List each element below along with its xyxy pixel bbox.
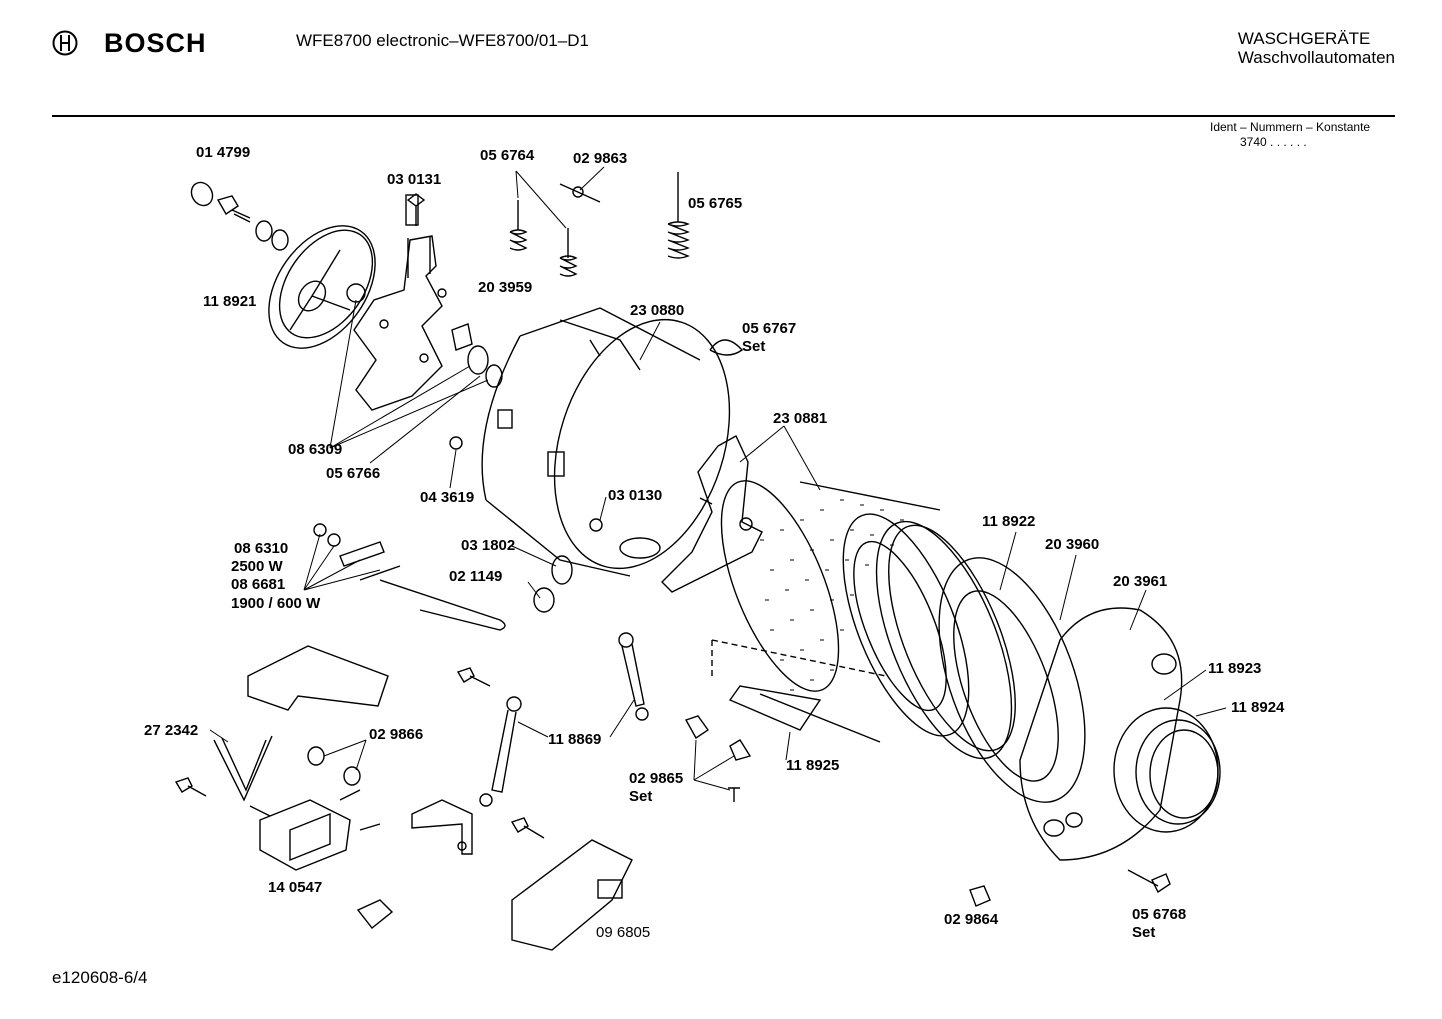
label-086310: 08 6310 bbox=[234, 540, 288, 557]
label-043619: 04 3619 bbox=[420, 489, 474, 506]
pressure-switch-parts bbox=[533, 555, 573, 613]
door-lock bbox=[511, 839, 633, 951]
label-056768: 05 6768 bbox=[1132, 906, 1186, 923]
ident-block: Ident – Nummern – Konstante 3740 . . . .… bbox=[1210, 120, 1370, 150]
dashed-assembly-line bbox=[711, 639, 887, 677]
label-272342: 27 2342 bbox=[144, 722, 198, 739]
label-118925: 11 8925 bbox=[786, 757, 839, 774]
spring-middle bbox=[559, 228, 578, 277]
mounting-plate bbox=[247, 645, 389, 711]
label-230881: 23 0881 bbox=[773, 410, 827, 427]
label-056768-set: Set bbox=[1132, 924, 1155, 941]
drum-perforation bbox=[760, 499, 904, 691]
front-cover bbox=[1019, 607, 1183, 861]
spring-left bbox=[509, 200, 528, 251]
shock-absorber-left bbox=[479, 696, 522, 807]
pulley-wheel bbox=[268, 225, 376, 349]
label-086309: 08 6309 bbox=[288, 441, 342, 458]
hinge-parts bbox=[684, 715, 752, 802]
label-029866: 02 9866 bbox=[369, 726, 423, 743]
label-203961: 20 3961 bbox=[1113, 573, 1167, 590]
ident-code: 3740 . . . . . . bbox=[1240, 135, 1307, 149]
front-panel-ring bbox=[938, 557, 1086, 803]
label-029865: 02 9865 bbox=[629, 770, 683, 787]
category-block: WASCHGERÄTE Waschvollautomaten bbox=[1238, 29, 1395, 67]
spring-clip bbox=[559, 183, 601, 203]
tub-bearing bbox=[449, 345, 503, 450]
drain-pump bbox=[249, 789, 381, 871]
category-line-1: WASCHGERÄTE bbox=[1237, 29, 1371, 48]
category-line-2: Waschvollautomaten bbox=[1237, 48, 1395, 67]
label-056767: 05 6767 bbox=[742, 320, 796, 337]
drum-spider bbox=[661, 435, 763, 593]
v-belt bbox=[213, 735, 273, 802]
label-118923: 11 8923 bbox=[1208, 660, 1261, 677]
ident-label: Ident – Nummern – Konstante bbox=[1210, 120, 1371, 134]
model-title: WFE8700 electronic–WFE8700/01–D1 bbox=[296, 31, 589, 50]
label-118869: 11 8869 bbox=[548, 731, 601, 748]
small-clip bbox=[969, 885, 991, 907]
label-118924: 11 8924 bbox=[1231, 699, 1285, 716]
bolt-nut-set bbox=[190, 181, 289, 251]
label-029863: 02 9863 bbox=[573, 150, 627, 167]
outer-tub bbox=[481, 307, 731, 577]
label-140547: 14 0547 bbox=[268, 879, 322, 896]
label-203960: 20 3960 bbox=[1045, 536, 1099, 553]
label-029864: 02 9864 bbox=[944, 911, 999, 928]
label-2500w: 2500 W bbox=[231, 558, 284, 575]
label-014799: 01 4799 bbox=[196, 144, 250, 161]
label-030130: 03 0130 bbox=[608, 487, 662, 504]
label-118921: 11 8921 bbox=[203, 293, 256, 310]
brand-name: BOSCH bbox=[104, 28, 207, 58]
label-203959: 20 3959 bbox=[478, 279, 532, 296]
door-seal-ring bbox=[875, 520, 1016, 760]
label-230880: 23 0880 bbox=[630, 302, 684, 319]
label-096805: 09 6805 bbox=[596, 924, 650, 941]
angle-bracket bbox=[356, 799, 473, 929]
heating-element bbox=[313, 523, 506, 631]
label-029865-set: Set bbox=[629, 788, 652, 805]
label-056764: 05 6764 bbox=[480, 147, 535, 164]
label-056765: 05 6765 bbox=[688, 195, 742, 212]
label-118922: 11 8922 bbox=[982, 513, 1035, 530]
leader-lines bbox=[209, 166, 1227, 791]
bolts bbox=[174, 667, 1171, 894]
bosch-armature-icon bbox=[52, 30, 78, 56]
clamp-clip bbox=[709, 339, 744, 356]
label-031802: 03 1802 bbox=[461, 537, 515, 554]
label-056766: 05 6766 bbox=[326, 465, 380, 482]
detergent-inlet bbox=[728, 685, 822, 731]
label-086681: 08 6681 bbox=[231, 576, 285, 593]
spring-right bbox=[667, 172, 690, 259]
label-030131: 03 0131 bbox=[387, 171, 441, 188]
top-screw bbox=[406, 193, 426, 226]
label-021149: 02 1149 bbox=[449, 568, 502, 585]
inner-drum bbox=[720, 480, 970, 743]
drawing-code: e120608-6/4 bbox=[52, 968, 148, 987]
label-1900-600w: 1900 / 600 W bbox=[231, 595, 321, 612]
door-seal bbox=[1113, 707, 1221, 833]
shock-absorber-right bbox=[618, 632, 649, 721]
bearing-bracket bbox=[353, 194, 473, 411]
header-divider bbox=[52, 115, 1395, 117]
label-056767-set: Set bbox=[742, 338, 765, 355]
